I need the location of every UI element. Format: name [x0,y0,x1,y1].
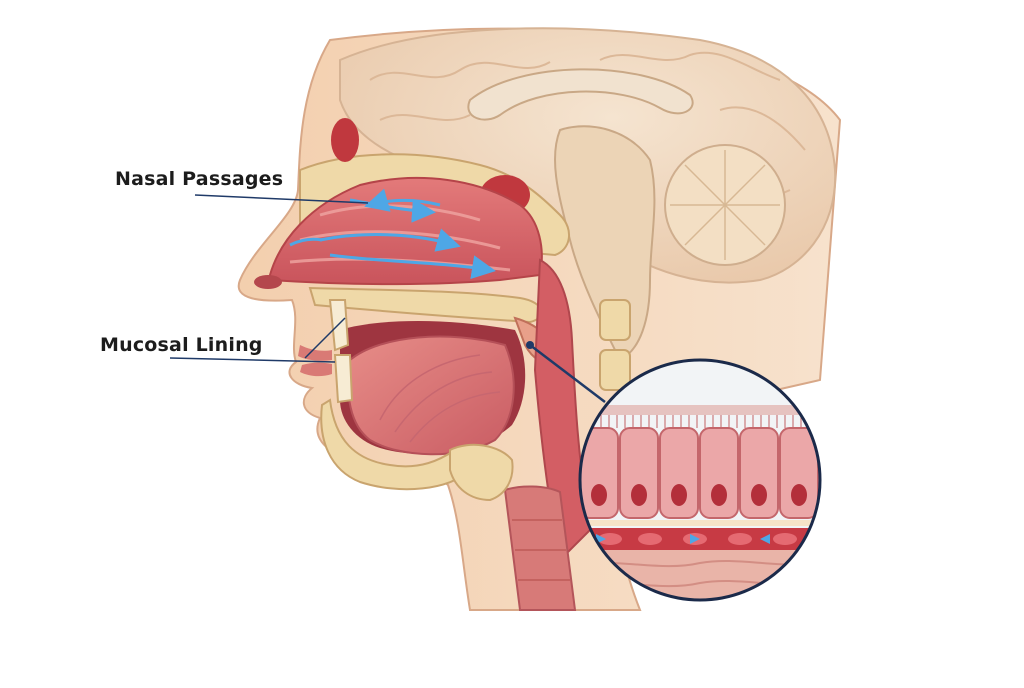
cervical-vertebrae [599,299,631,391]
larynx [449,443,514,502]
mucosal-lining-leader-branch [304,317,346,359]
nostril [254,275,282,289]
cell-nuclei [591,484,807,506]
mucosal-lining-label: Mucosal Lining [100,334,263,356]
mucosal-lining-leader [169,357,336,363]
mucosa-inset [580,360,820,600]
inset-connector [529,344,606,403]
corpus-callosum [467,68,694,121]
lower-teeth [333,354,354,404]
epithelial-cells [580,427,819,519]
frontal-sinus [331,118,359,162]
inset-border [578,358,822,602]
inset-anchor-dot [526,341,534,349]
airflow-arrows [289,188,496,280]
label-leader-lines [169,194,606,403]
nasal-passages-leader [194,194,369,204]
cerebellum-folia [670,150,780,260]
lower-lip [300,362,332,377]
nasal-passages-label: Nasal Passages [115,168,284,190]
tongue-fibers [379,354,501,443]
esophagus-rings [512,519,570,581]
blood-cells [598,533,797,545]
